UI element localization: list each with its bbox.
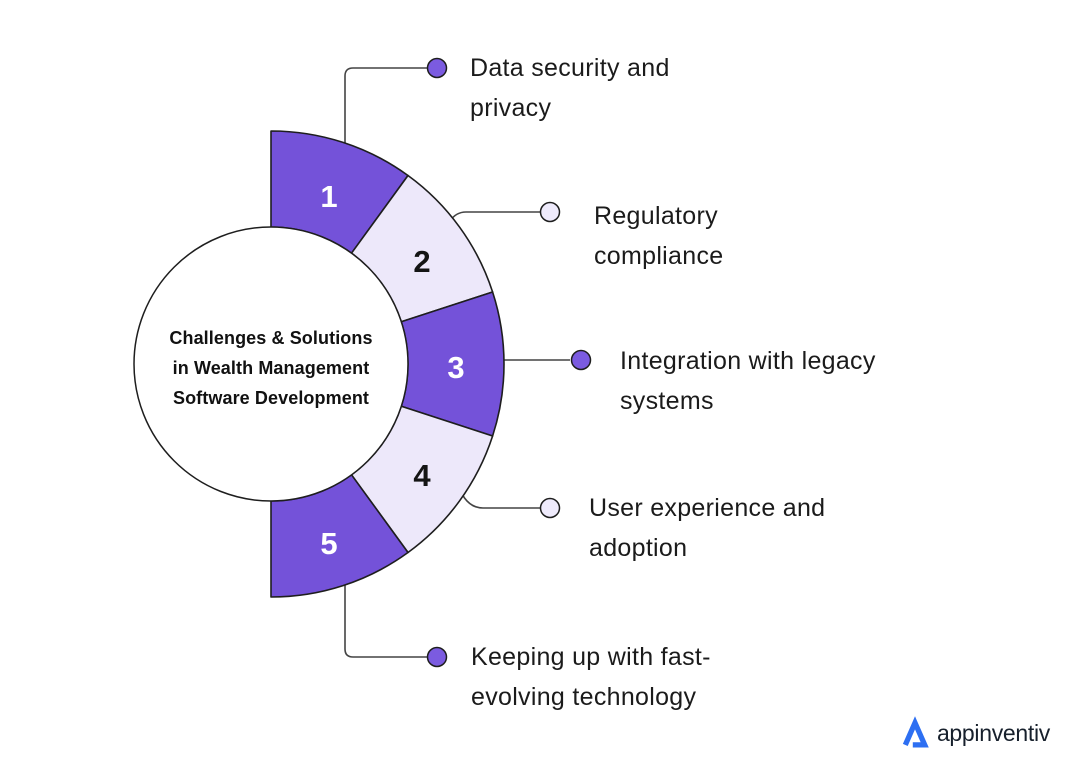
appinventiv-a-mark — [902, 716, 929, 748]
dot-1 — [426, 57, 448, 79]
appinventiv-logo-icon — [902, 716, 929, 748]
dot-5 — [426, 646, 448, 668]
callout-label-4-line-2: adoption — [589, 534, 688, 562]
center-circle — [133, 226, 409, 502]
callout-label-2-line-1: Regulatory — [594, 202, 718, 230]
callout-label-3: Integration with legacy systems — [620, 341, 876, 421]
connector-line-4 — [459, 489, 540, 509]
callout-label-5: Keeping up with fast- evolving technolog… — [471, 637, 711, 717]
diagram-title-line-3: Software Development — [172, 388, 370, 408]
callout-label-3-line-1: Integration with legacy — [620, 347, 876, 375]
diagram-title-line-2: in Wealth Management — [172, 358, 370, 378]
segment-number-1: 1 — [320, 179, 337, 214]
callout-label-2-line-2: compliance — [594, 242, 724, 270]
segment-number-2: 2 — [413, 244, 430, 279]
callout-label-2: Regulatory compliance — [594, 196, 723, 276]
diagram-title-line-1: Challenges & Solutions — [169, 328, 373, 348]
appinventiv-logo: appinventiv — [900, 716, 1050, 750]
segment-numbers: 1 2 3 4 5 — [320, 179, 464, 561]
ring-segments — [270, 130, 505, 598]
segment-number-5: 5 — [320, 526, 337, 561]
callout-label-3-line-2: systems — [620, 387, 714, 415]
callout-label-5-line-2: evolving technology — [471, 683, 697, 711]
dot-4 — [539, 497, 561, 519]
segment-number-4: 4 — [413, 458, 431, 493]
appinventiv-logo-text: appinventiv — [936, 719, 1050, 746]
connector-line-2 — [449, 211, 540, 222]
callout-label-1-line-1: Data security and — [470, 54, 670, 82]
segment-number-3: 3 — [447, 350, 464, 385]
dot-2 — [539, 201, 561, 223]
callout-label-4: User experience and adoption — [589, 488, 825, 568]
connector-line-1 — [344, 67, 427, 150]
diagram-title: Challenges & Solutions in Wealth Managem… — [141, 323, 401, 413]
dot-3 — [570, 349, 592, 371]
callout-label-4-line-1: User experience and — [589, 494, 826, 522]
callout-label-1-line-2: privacy — [470, 94, 552, 122]
callout-label-5-line-1: Keeping up with fast- — [471, 643, 711, 671]
connector-line-5 — [344, 580, 427, 658]
callout-label-1: Data security and privacy — [470, 48, 670, 128]
connector-dots — [426, 57, 592, 668]
